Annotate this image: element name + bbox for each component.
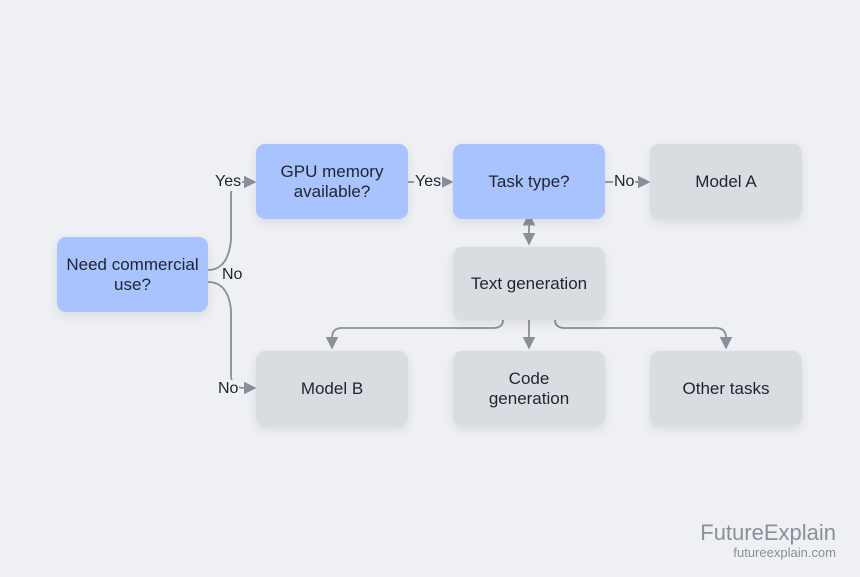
node-code-generation: Code generation [453, 351, 605, 426]
node-task-type-label: Task type? [488, 171, 570, 191]
edge-label-gpu-yes: Yes [414, 173, 443, 191]
node-need-commercial-use: Need commercial use? [57, 237, 208, 312]
node-need-commercial-use-label: Need commercial use? [66, 254, 199, 294]
node-model-a-label: Model A [695, 171, 757, 191]
brand-name: FutureExplain [700, 520, 836, 545]
node-model-b: Model B [256, 351, 408, 426]
brand-url: futureexplain.com [733, 545, 836, 560]
node-text-generation: Text generation [453, 247, 605, 320]
edge-label-task-no: No [613, 173, 636, 191]
edge-commercial-no [207, 281, 257, 395]
edge-textgen-modelb [325, 319, 504, 350]
node-model-a: Model A [650, 144, 802, 219]
node-model-b-label: Model B [300, 378, 364, 398]
node-code-generation-label: Code generation [488, 368, 570, 408]
node-task-type: Task type? [453, 144, 605, 219]
node-other-tasks: Other tasks [650, 351, 802, 426]
edge-label-commercial-no-side: No [221, 266, 244, 284]
brand-watermark: FutureExplain futureexplain.com [700, 521, 836, 561]
node-other-tasks-label: Other tasks [682, 378, 770, 398]
node-text-generation-label: Text generation [470, 273, 588, 293]
edge-label-commercial-yes: Yes [214, 173, 243, 191]
node-gpu-memory: GPU memory available? [256, 144, 408, 219]
edge-commercial-yes [207, 175, 257, 271]
node-gpu-memory-label: GPU memory available? [280, 161, 384, 201]
edge-label-commercial-no-bottom: No [217, 380, 240, 398]
edge-textgen-other [554, 319, 733, 350]
